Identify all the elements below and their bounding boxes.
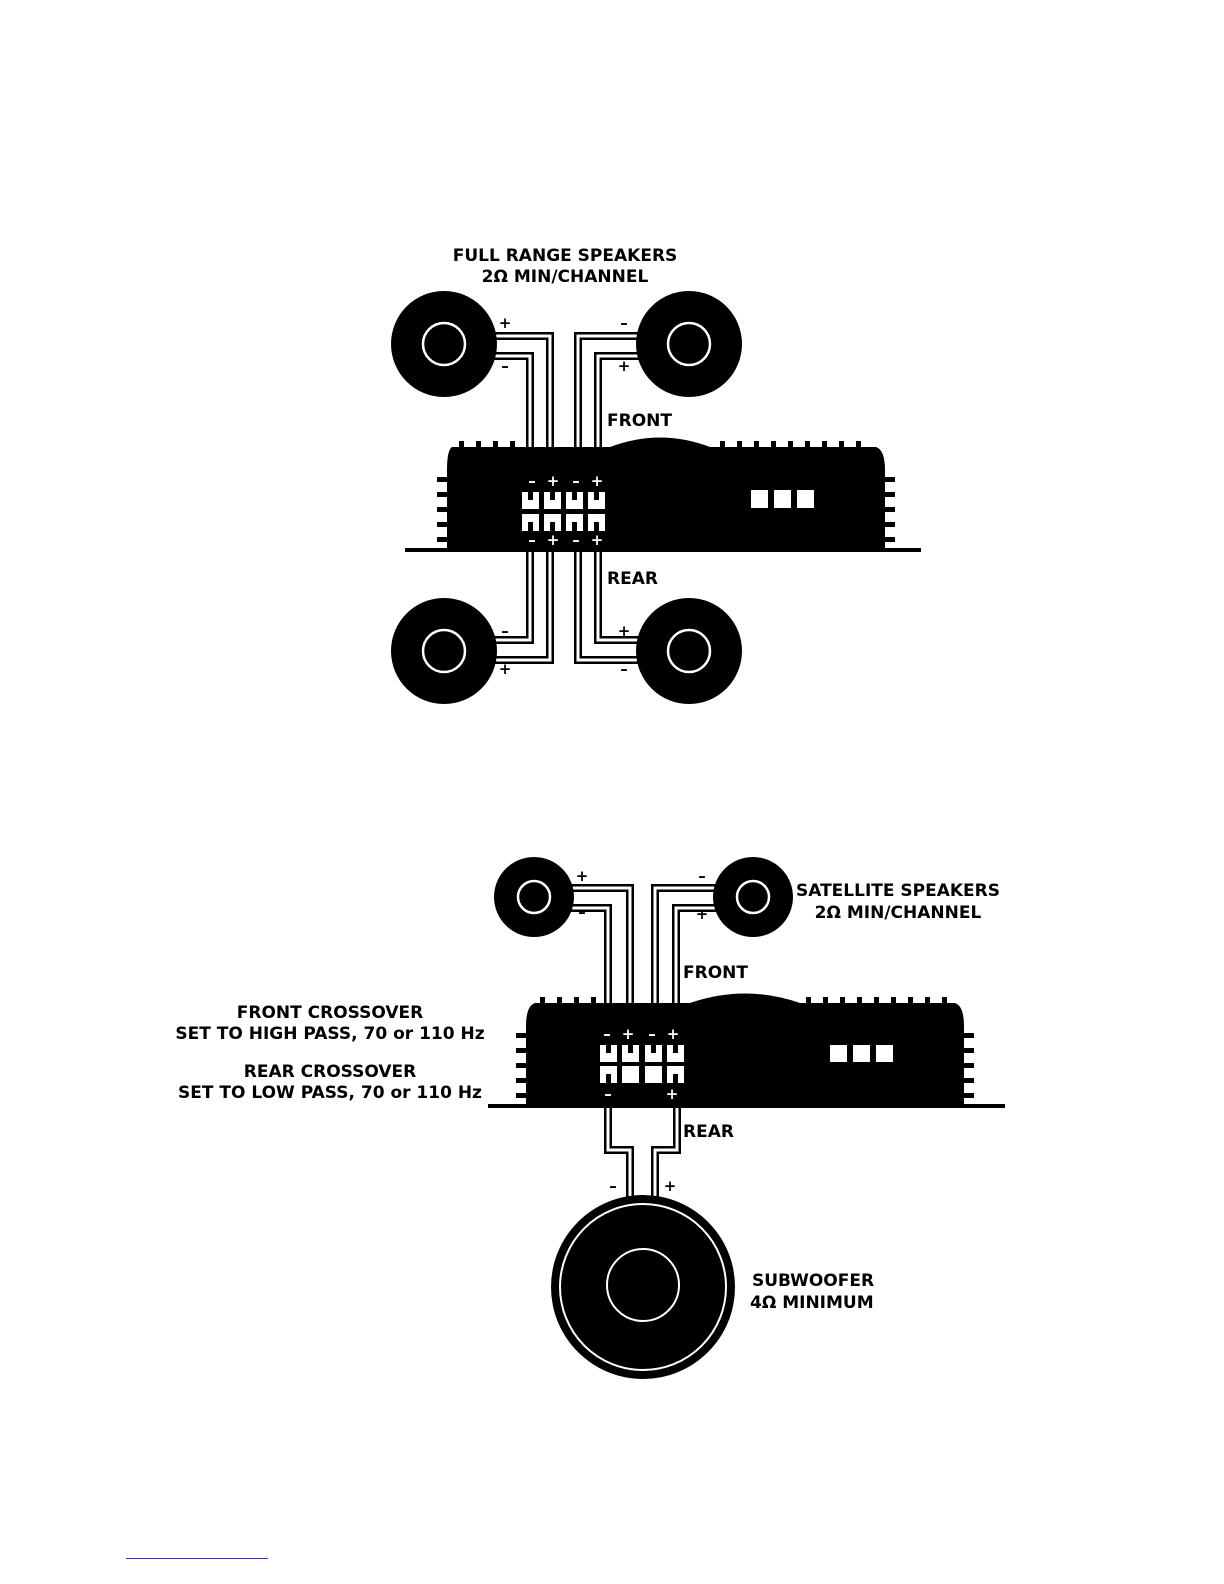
sign-sl-minus: – (578, 903, 586, 921)
term2-bot-plus: + (666, 1085, 679, 1103)
term-top-plus-2: + (591, 472, 604, 490)
term2-top-minus-1: – (603, 1025, 611, 1043)
subwoofer-impedance: 4Ω MINIMUM (750, 1293, 874, 1313)
speaker-rear-right (636, 598, 742, 704)
sign-rl-minus: – (501, 622, 509, 640)
mounting-surface-2 (488, 1104, 1005, 1108)
term-top-minus-2: – (572, 472, 580, 490)
term-bot-minus-1: – (528, 531, 536, 549)
rear-wires (490, 550, 640, 660)
satellite-left (494, 857, 574, 937)
term-bot-minus-2: – (572, 531, 580, 549)
rear-crossover-setting: SET TO LOW PASS, 70 or 110 Hz (178, 1083, 482, 1103)
full-range-title: FULL RANGE SPEAKERS (453, 246, 678, 266)
sign-sr-plus: + (696, 905, 709, 923)
rear-label: REAR (607, 569, 658, 589)
term-top-minus-1: – (528, 472, 536, 490)
satellite-right (713, 857, 793, 937)
indicator-squares (751, 490, 814, 508)
mounting-surface (405, 548, 921, 552)
sign-fl-minus: – (501, 357, 509, 375)
footer-rule (126, 1558, 268, 1559)
diagram-full-range: FULL RANGE SPEAKERS 2Ω MIN/CHANNEL (391, 246, 921, 704)
sign-fl-plus: + (499, 314, 512, 332)
amplifier: – + – + – + – + (405, 438, 921, 553)
term2-top-minus-2: – (648, 1025, 656, 1043)
term-bot-plus-1: + (547, 531, 560, 549)
term2-top-plus-1: + (622, 1025, 635, 1043)
subwoofer-title: SUBWOOFER (752, 1271, 874, 1291)
term2-top-plus-2: + (667, 1025, 680, 1043)
sign-sub-plus: + (664, 1177, 677, 1195)
rear-crossover-title: REAR CROSSOVER (244, 1062, 416, 1082)
sign-rr-plus: + (618, 622, 631, 640)
sign-rl-plus: + (499, 660, 512, 678)
front-crossover-title: FRONT CROSSOVER (237, 1003, 424, 1023)
speaker-front-right (636, 291, 742, 397)
sign-fr-minus: – (620, 314, 628, 332)
sign-fr-plus: + (618, 357, 631, 375)
full-range-impedance: 2Ω MIN/CHANNEL (482, 267, 649, 287)
sign-sr-minus: – (698, 867, 706, 885)
term2-bot-minus: – (604, 1085, 612, 1103)
sign-sl-plus: + (576, 867, 589, 885)
term-top-plus-1: + (547, 472, 560, 490)
speaker-rear-left (391, 598, 497, 704)
sign-rr-minus: – (620, 660, 628, 678)
subwoofer (551, 1195, 735, 1379)
amplifier-2: – + – + – + (488, 994, 1005, 1109)
indicator-squares-2 (830, 1045, 893, 1062)
term-bot-plus-2: + (591, 531, 604, 549)
sign-sub-minus: – (609, 1177, 617, 1195)
front-label-2: FRONT (683, 963, 748, 983)
rear-label-2: REAR (683, 1122, 734, 1142)
front-label: FRONT (607, 411, 672, 431)
satellite-title: SATELLITE SPEAKERS (796, 881, 1000, 901)
satellite-impedance: 2Ω MIN/CHANNEL (815, 903, 982, 923)
diagram-satellite-sub: + – – + SATELLITE SPEAKERS 2Ω MIN/CHANNE… (175, 857, 1005, 1379)
front-crossover-setting: SET TO HIGH PASS, 70 or 110 Hz (175, 1024, 484, 1044)
speaker-front-left (391, 291, 497, 397)
